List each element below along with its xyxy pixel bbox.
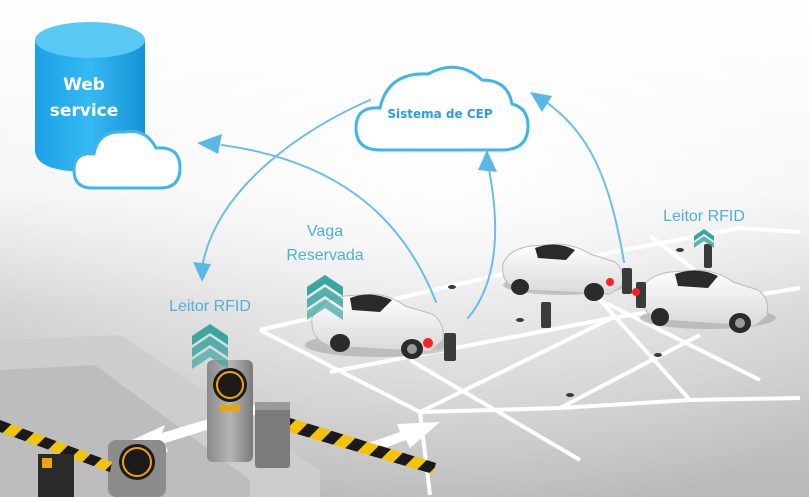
arrowhead-webservice <box>197 134 222 154</box>
vaga-reservada-label-line2: Reservada <box>286 247 363 264</box>
arrowhead-cep-right <box>530 92 552 112</box>
chevron-left-reader-icon <box>192 324 228 369</box>
car-reserved <box>305 293 455 359</box>
arrowheads <box>193 92 552 282</box>
sistema-cep-node: Sistema de CEP <box>354 65 530 152</box>
sistema-cep-label: Sistema de CEP <box>387 107 492 121</box>
arc-reserved-to-webservice <box>221 144 437 303</box>
spot-reader-far <box>704 244 712 268</box>
arrowhead-cep <box>478 150 497 172</box>
barrier-arm-right <box>290 418 436 474</box>
arc-spot-to-cep <box>467 159 497 319</box>
database-top <box>35 22 145 58</box>
spot-reader-reserved <box>423 333 456 361</box>
rfid-gate-booth <box>207 360 253 462</box>
ticket-kiosk-left <box>108 440 166 497</box>
car-right <box>640 269 776 333</box>
vaga-reservada-label-line1: Vaga <box>307 223 343 240</box>
info-sign-p-badge <box>42 458 52 468</box>
arc-cep-to-left-reader <box>201 99 371 269</box>
car-back <box>502 243 627 301</box>
web-service-node: Web service <box>35 22 182 190</box>
web-service-cloud <box>72 129 182 190</box>
spot-reader-middle <box>541 302 551 328</box>
chevron-right-reader-icon <box>694 229 714 248</box>
barrier-arm-left <box>0 420 112 472</box>
web-service-label-line2: service <box>50 101 119 121</box>
leitor-rfid-left-label: Leitor RFID <box>169 298 251 315</box>
spot-reader-back <box>606 268 632 294</box>
chevron-vaga-icon <box>307 275 343 320</box>
web-service-label-line1: Web <box>63 75 105 95</box>
communication-arcs <box>201 97 625 319</box>
spot-reader-right <box>632 282 646 308</box>
barrier-post <box>255 402 290 468</box>
cep-cloud <box>354 65 530 152</box>
arrowhead-left-reader <box>193 262 211 282</box>
leitor-rfid-right-label: Leitor RFID <box>663 208 745 225</box>
arc-right-to-cep <box>539 97 625 263</box>
